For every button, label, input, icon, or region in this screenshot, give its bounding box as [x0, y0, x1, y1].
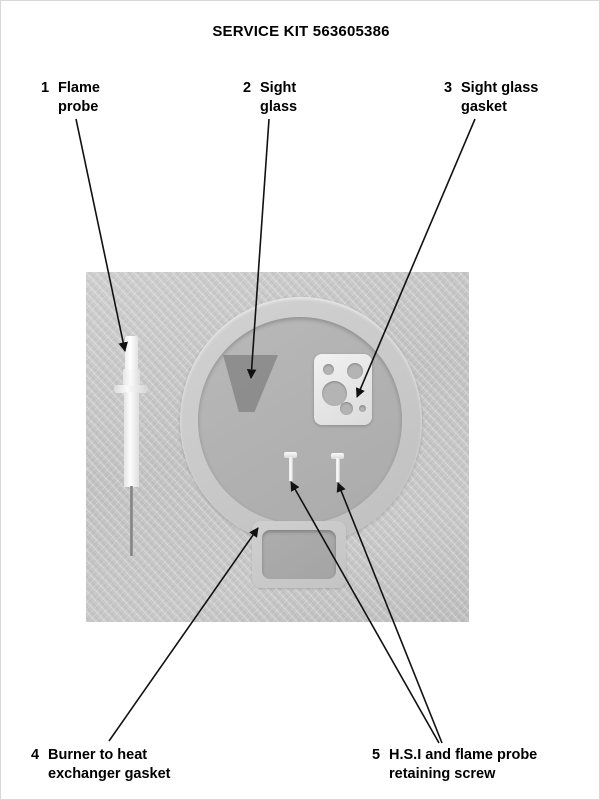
callout-text-4-line1: Burner to heat — [48, 747, 148, 763]
flame-probe-flange — [114, 385, 148, 393]
callout-number-5: 5 — [372, 747, 381, 763]
flame-probe-body — [124, 392, 139, 487]
callout-number-1: 1 — [41, 80, 50, 96]
screw-head — [331, 453, 344, 459]
screw-shaft — [289, 457, 293, 481]
callout-text-2-line1: Sight — [260, 80, 297, 96]
burner-gasket-ring-inner — [198, 317, 402, 524]
callout-label-2: 2 Sight glass — [243, 79, 297, 117]
screw-head — [284, 452, 297, 458]
gasket-hole-medium-lower — [340, 402, 353, 415]
callout-label-5: 5 H.S.I and flame probe retaining screw — [372, 746, 537, 784]
flame-probe-part — [114, 336, 148, 556]
callout-text-1-line2: probe — [58, 99, 99, 115]
parts-photograph — [86, 272, 469, 622]
retaining-screw-left — [284, 452, 297, 481]
callout-text-1-line1: Flame — [58, 80, 100, 96]
callout-number-3: 3 — [444, 80, 453, 96]
flame-probe-collar — [123, 369, 140, 385]
flame-probe-terminal — [125, 336, 138, 370]
callout-number-2: 2 — [243, 80, 252, 96]
gasket-hole-small-upper-left — [323, 364, 334, 375]
callout-label-3: 3 Sight glass gasket — [444, 79, 538, 117]
callout-text-2-line2: glass — [260, 99, 298, 115]
burner-gasket-bottom-tab-opening — [262, 530, 336, 579]
callout-text-5-line2: retaining screw — [389, 766, 496, 782]
gasket-hole-large-center — [322, 381, 347, 406]
page-title: SERVICE KIT 563605386 — [212, 23, 390, 40]
callout-label-1: 1 Flame probe — [41, 79, 100, 117]
callout-text-4-line2: exchanger gasket — [48, 766, 171, 782]
retaining-screw-right — [331, 453, 344, 482]
callout-label-4: 4 Burner to heat exchanger gasket — [31, 746, 171, 784]
gasket-hole-medium-upper-right — [347, 363, 363, 379]
callout-number-4: 4 — [31, 747, 40, 763]
screw-shaft — [336, 458, 340, 482]
callout-text-3-line2: gasket — [461, 99, 507, 115]
flame-probe-rod — [130, 486, 133, 556]
callout-text-5-line1: H.S.I and flame probe — [389, 747, 538, 763]
callout-text-3-line1: Sight glass — [461, 80, 539, 96]
gasket-hole-small-lower-right — [359, 405, 366, 412]
sight-glass-gasket-part — [314, 354, 372, 425]
